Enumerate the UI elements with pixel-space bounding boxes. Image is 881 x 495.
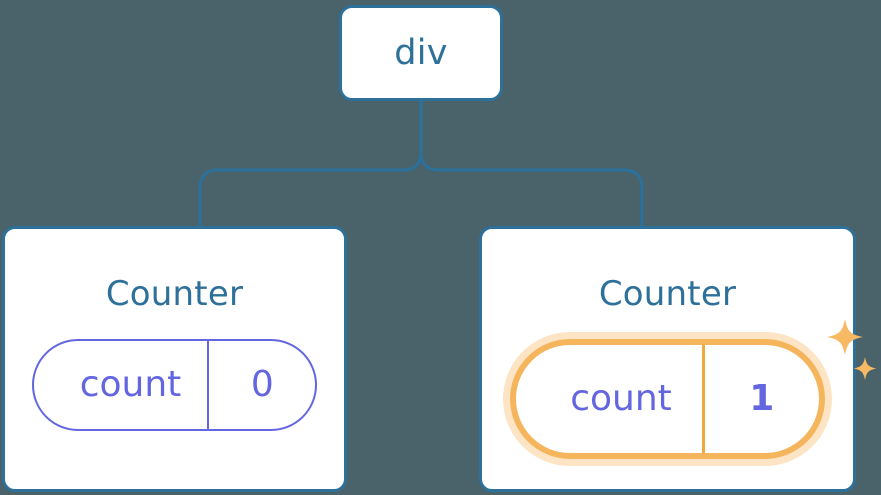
connector-left-branch — [198, 99, 423, 230]
state-pill-right-key-text: count — [570, 378, 672, 419]
node-div[interactable]: div — [339, 5, 503, 101]
state-pill-left-value-text: 0 — [250, 364, 274, 405]
state-pill-left-wrapper: count 0 — [31, 339, 318, 431]
state-pill-left-key-text: count — [79, 364, 182, 405]
state-pill-right[interactable]: count 1 — [510, 339, 825, 459]
connector-right-branch — [419, 99, 644, 230]
state-pill-left[interactable]: count 0 — [31, 339, 318, 431]
state-pill-right-value: 1 — [701, 345, 819, 453]
state-pill-right-value-text: 1 — [749, 378, 775, 419]
state-pill-left-key: count — [34, 341, 208, 429]
node-counter-left-title: Counter — [105, 274, 244, 314]
node-counter-left[interactable]: Counter count 0 — [2, 226, 347, 492]
node-div-label: div — [394, 32, 448, 73]
state-pill-left-value: 0 — [207, 341, 315, 429]
node-counter-right-title: Counter — [598, 274, 737, 314]
node-counter-right[interactable]: Counter count 1 — [479, 226, 877, 492]
state-pill-right-wrapper: count 1 — [510, 319, 877, 459]
state-pill-right-key: count — [516, 345, 702, 453]
